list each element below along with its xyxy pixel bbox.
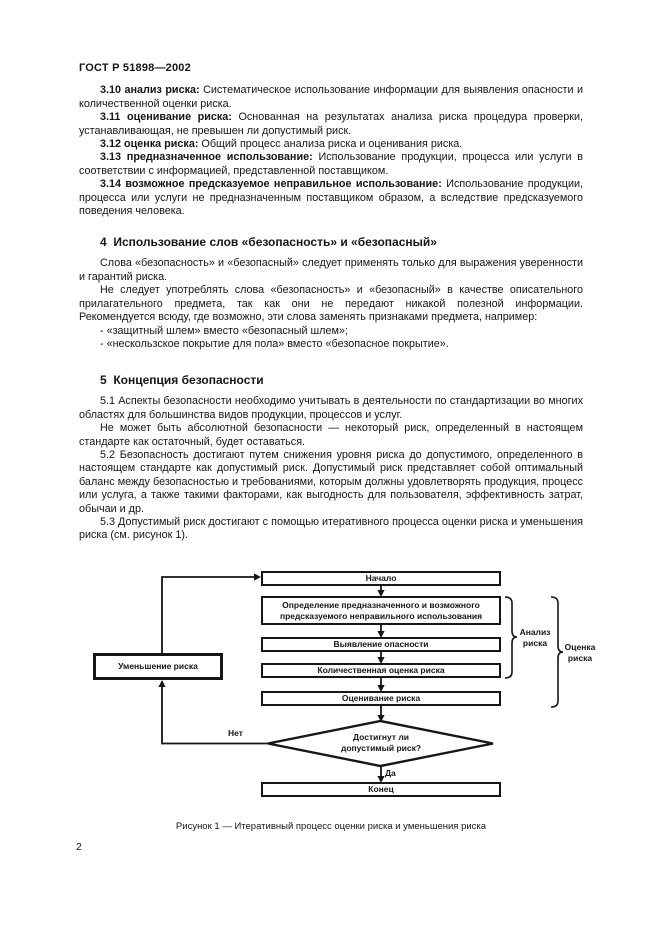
flow-node-define-use: Определение предназначенного и возможног… — [261, 596, 501, 625]
risk-analysis-brace — [504, 596, 518, 679]
definition-3-10: 3.10 анализ риска: Систематическое испол… — [79, 84, 583, 111]
definition-3-12-term: 3.12 оценка риска: — [100, 138, 199, 151]
document-body: ГОСТ Р 51898—2002 3.10 анализ риска: Сис… — [79, 62, 583, 543]
definition-3-12-body: Общий процесс анализа риска и оценивания… — [201, 138, 463, 151]
definition-3-10-term: 3.10 анализ риска: — [100, 84, 200, 97]
definition-3-12: 3.12 оценка риска: Общий процесс анализа… — [79, 138, 583, 151]
section-5-paragraph-1: 5.1 Аспекты безопасности необходимо учит… — [79, 395, 583, 421]
section-5-paragraph-3: 5.2 Безопасность достигают путем снижени… — [79, 448, 583, 515]
section-5-heading: 5 Концепция безопасности — [100, 373, 264, 388]
flow-node-start: Начало — [261, 571, 501, 586]
flow-node-estimate-risk: Количественная оценка риска — [261, 663, 501, 678]
definition-3-11-term: 3.11 оценивание риска: — [100, 111, 232, 124]
definition-3-10-body: Систематическое использование информации… — [79, 84, 583, 110]
decision-diamond — [267, 719, 494, 768]
definition-3-11: 3.11 оценивание риска: Основанная на рез… — [79, 111, 583, 138]
section-4-heading: 4 Использование слов «безопасность» и «б… — [100, 235, 437, 250]
document-header: ГОСТ Р 51898—2002 — [79, 62, 191, 74]
flow-node-reduce-risk: Уменьшение риска — [93, 653, 223, 680]
flow-edge-label-no: Нет — [228, 728, 243, 738]
section-5-paragraph-2: Не может быть абсолютной безопасности — … — [79, 422, 583, 448]
section-4-bullet-1: - «защитный шлем» вместо «безопасный шле… — [100, 324, 348, 337]
page-number: 2 — [76, 841, 82, 853]
definition-3-13-term: 3.13 предназначенное использование: — [100, 151, 313, 164]
definition-3-14: 3.14 возможное предсказуемое неправильно… — [79, 178, 583, 218]
brace-label-risk-assessment: Оценка риска — [564, 642, 596, 663]
risk-assessment-brace — [550, 596, 564, 708]
definition-3-14-body: Использование продукции, процесса или ус… — [79, 178, 584, 218]
section-4-paragraph-1: Слова «безопасность» и «безопасный» след… — [79, 257, 583, 283]
flowchart-connectors — [158, 573, 564, 783]
figure-1-caption: Рисунок 1 — Итеративный процесс оценки р… — [175, 821, 487, 832]
definition-3-13-body: Использование продукции, процесса или ус… — [79, 151, 584, 177]
figure-1-flowchart: Начало Определение предназначенного и во… — [0, 565, 661, 815]
section-4-paragraph-2: Не следует употреблять слова «безопаснос… — [79, 284, 583, 324]
brace-label-risk-analysis: Анализ риска — [519, 627, 551, 648]
definition-3-13: 3.13 предназначенное использование: Испо… — [79, 151, 583, 178]
flow-node-evaluate-risk: Оценивание риска — [261, 691, 501, 706]
section-5-paragraph-4: 5.3 Допустимый риск достигают с помощью … — [79, 515, 583, 542]
flow-node-end: Конец — [261, 782, 501, 797]
flow-edge-label-yes: Да — [385, 768, 396, 778]
flow-node-identify-hazard: Выявление опасности — [261, 637, 501, 652]
section-4-bullet-2: - «нескользское покрытие для пола» вмест… — [100, 337, 449, 350]
definition-3-11-body: Основанная на результатах анализа риска … — [79, 111, 584, 137]
flow-node-decision-label: Достигнут ли допустимый риск? — [340, 732, 422, 753]
definition-3-14-term: 3.14 возможное предсказуемое неправильно… — [100, 178, 442, 191]
